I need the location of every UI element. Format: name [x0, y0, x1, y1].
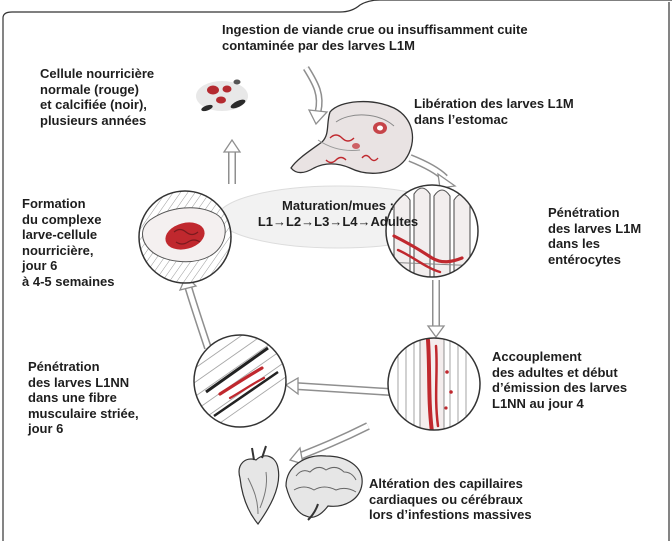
mating-label: Accouplement des adultes et début d’émis… — [492, 349, 627, 411]
nurse-cell-label: Cellule nourricière normale (rouge) et c… — [40, 66, 154, 128]
muscle-penetration-label: Pénétration des larves L1NN dans une fib… — [28, 359, 139, 437]
nurse-cell-cluster-illustration — [196, 80, 248, 113]
enterocyte-penetration-label: Pénétration des larves L1M dans les enté… — [548, 205, 641, 267]
complex-formation-label: Formation du complexe larve-cellule nour… — [22, 196, 115, 289]
heart-illustration — [239, 446, 279, 524]
capillaries-label: Altération des capillaires cardiaques ou… — [369, 476, 532, 523]
cycle-arrow-ingestion — [306, 68, 327, 124]
stomach-illustration — [291, 102, 413, 174]
cycle-arrow-stomach-to-intestine — [410, 158, 455, 188]
brain-illustration — [286, 456, 362, 520]
ingestion-label: Ingestion de viande crue ou insuffisamme… — [222, 22, 528, 53]
mating-adults-circle — [384, 334, 494, 444]
cycle-arrow-complex-to-nurse-cell — [224, 140, 240, 184]
stomach-release-label: Libération des larves L1M dans l’estomac — [414, 96, 574, 127]
nurse-cell-complex-circle — [130, 180, 240, 300]
cycle-arrow-intestine-to-mating — [428, 280, 444, 337]
cycle-arrow-muscle-to-complex — [180, 276, 208, 348]
maturation-label: Maturation/mues : L1→L2→L3→L4→Adultes — [252, 198, 424, 229]
cycle-arrow-mating-to-muscle — [286, 378, 390, 394]
